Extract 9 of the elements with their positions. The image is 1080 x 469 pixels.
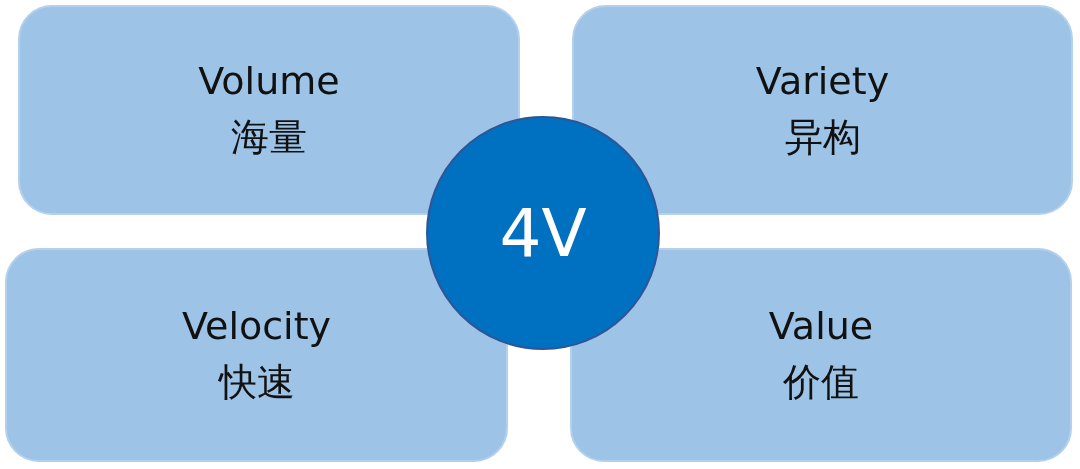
heading-text: Variety — [755, 61, 890, 103]
subheading-text: 海量 — [231, 117, 307, 159]
subheading-text: 异构 — [784, 117, 861, 159]
subheading-text: 价值 — [783, 362, 859, 404]
subheading-text: 快速 — [218, 362, 295, 404]
heading-text: Volume — [198, 61, 340, 103]
heading-text: Velocity — [181, 306, 332, 348]
center-label: 4V — [499, 194, 587, 272]
heading-text: Value — [768, 306, 874, 348]
